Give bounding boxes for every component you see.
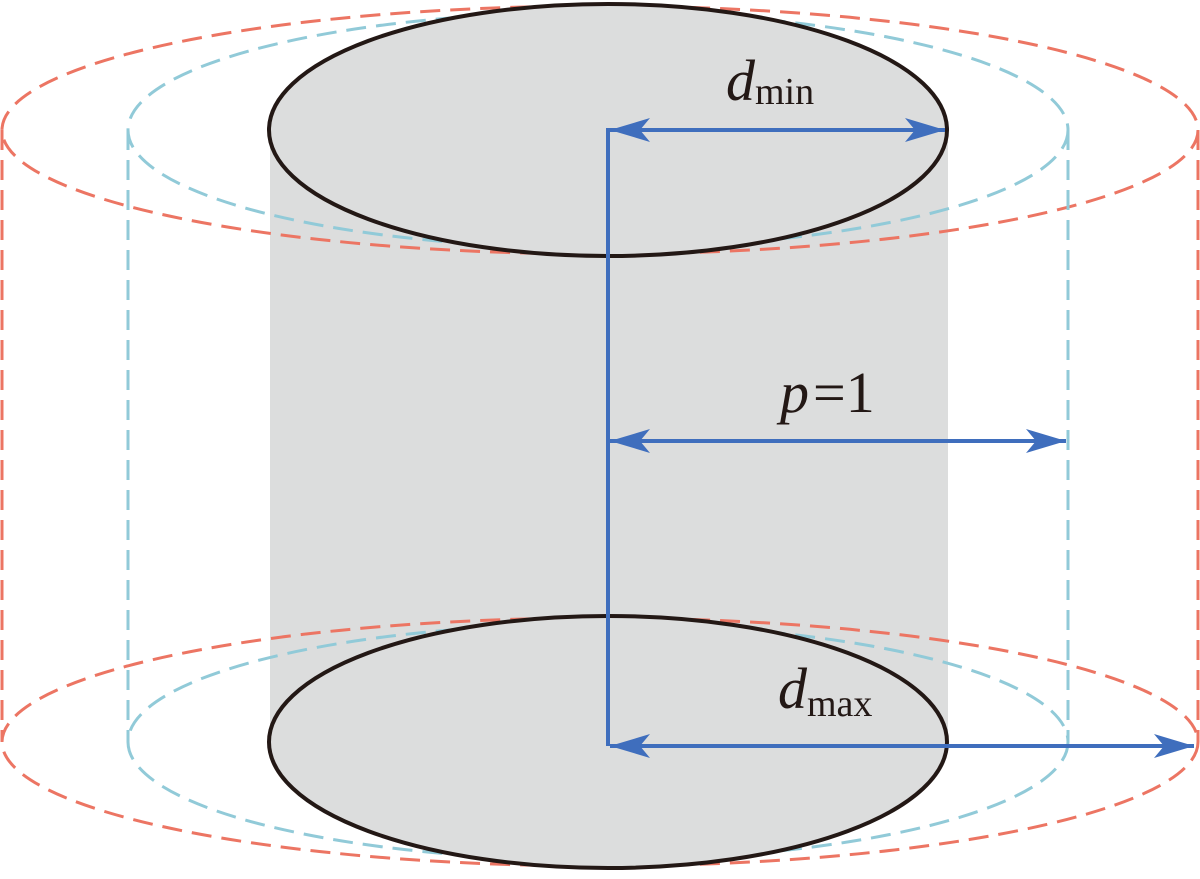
outer-dashed-cylinder-red [0,4,1200,868]
d-min-label: dmin [726,48,814,113]
d-max-label: dmax [778,656,872,725]
p-equals-one: =1 [813,360,875,425]
d-min-base: d [726,48,756,113]
d-min-subscript: min [755,71,814,113]
p-label: p=1 [776,360,875,425]
d-max-base: d [778,656,808,721]
d-max-subscript: max [807,683,872,725]
radius-arrows [606,118,1194,758]
p-variable: p [776,360,809,425]
